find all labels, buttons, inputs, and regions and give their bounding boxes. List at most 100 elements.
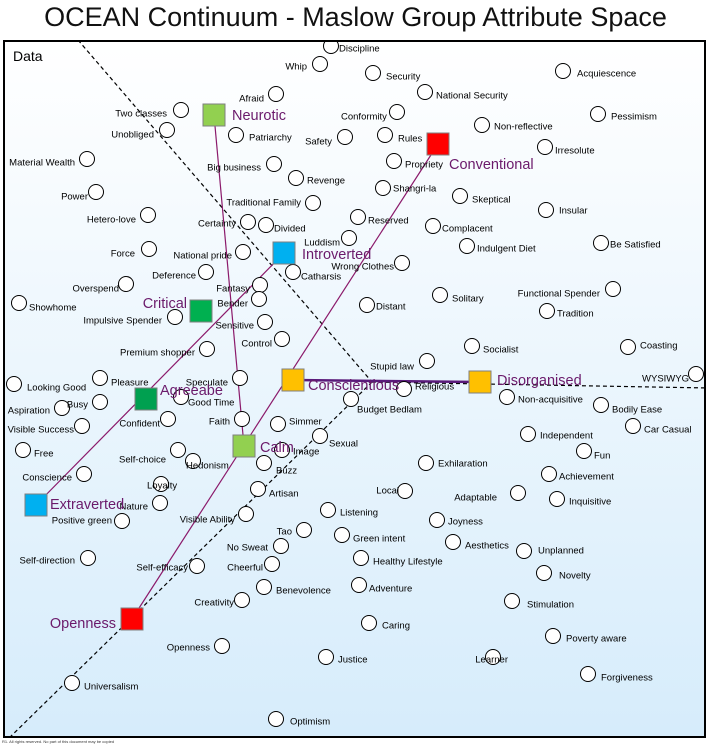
node-coasting — [620, 339, 636, 355]
node-green-intent — [334, 527, 350, 543]
node-skeptical — [452, 188, 468, 204]
node-wysiwyg — [688, 366, 704, 382]
label-justice: Justice — [338, 655, 368, 666]
label-confident: Confident — [119, 419, 160, 430]
node-pleasure — [92, 370, 108, 386]
node-discipline — [323, 42, 339, 54]
node-be-satisfied — [593, 235, 609, 251]
label-free: Free — [34, 449, 54, 460]
label-listening: Listening — [340, 508, 378, 519]
node-reserved — [350, 209, 366, 225]
label-learner: Learner — [475, 655, 508, 666]
label-car-casual: Car Casual — [644, 425, 692, 436]
label-local: Local — [376, 486, 399, 497]
node-universalism — [64, 675, 80, 691]
node-looking-good — [6, 376, 22, 392]
node-poverty-aware — [545, 628, 561, 644]
label-healthy-lifestyle: Healthy Lifestyle — [373, 557, 443, 568]
node-non-acquisitive — [499, 389, 515, 405]
node-buzz — [256, 455, 272, 471]
label-tradition: Tradition — [557, 309, 594, 320]
label-optimism: Optimism — [290, 717, 330, 728]
node-control — [274, 331, 290, 347]
label-benevolence: Benevolence — [276, 586, 331, 597]
node-conscience — [76, 466, 92, 482]
node-sensitive — [257, 314, 273, 330]
label-complacent: Complacent — [442, 224, 493, 235]
label-reserved: Reserved — [368, 216, 409, 227]
label-sensitive: Sensitive — [215, 321, 254, 332]
diagonal-axis-3 — [10, 381, 373, 736]
label-aspiration: Aspiration — [8, 406, 50, 417]
label-distant: Distant — [376, 302, 406, 313]
label-visible-success: Visible Success — [8, 425, 75, 436]
label-pessimism: Pessimism — [611, 112, 657, 123]
label-green-intent: Green intent — [353, 534, 406, 545]
factor-marker-critical — [189, 299, 213, 323]
label-nature: Nature — [119, 502, 148, 513]
panel-label: Data — [13, 48, 43, 64]
node-national-security — [417, 84, 433, 100]
node-insular — [538, 202, 554, 218]
label-creativity: Creativity — [194, 598, 234, 609]
node-shangri-la — [375, 180, 391, 196]
node-loyalty — [153, 476, 169, 492]
node-optimism — [268, 711, 284, 727]
node-propriety — [386, 153, 402, 169]
node-self-direction — [80, 550, 96, 566]
node-tao — [296, 522, 312, 538]
node-joyness — [429, 512, 445, 528]
label-catharsis: Catharsis — [301, 272, 341, 283]
label-be-satisfied: Be Satisfied — [610, 240, 661, 251]
label-hedonism: Hedonism — [186, 461, 229, 472]
label-adaptable: Adaptable — [454, 493, 497, 504]
label-non-acquisitive: Non-acquisitive — [518, 395, 583, 406]
page-title: OCEAN Continuum - Maslow Group Attribute… — [44, 2, 667, 32]
label-two-classes: Two classes — [115, 109, 167, 120]
axes-layer — [10, 42, 704, 736]
factor-marker-calm — [232, 434, 256, 458]
label-security: Security — [386, 72, 421, 83]
node-power — [88, 184, 104, 200]
node-solitary — [432, 287, 448, 303]
node-confident — [160, 411, 176, 427]
label-adventure: Adventure — [369, 584, 412, 595]
node-divided — [258, 217, 274, 233]
label-forgiveness: Forgiveness — [601, 673, 653, 684]
label-self-choice: Self-choice — [119, 455, 166, 466]
node-material-wealth — [79, 151, 95, 167]
label-luddism: Luddism — [304, 238, 340, 249]
label-novelty: Novelty — [559, 571, 591, 582]
node-bender — [251, 291, 267, 307]
node-force — [141, 241, 157, 257]
label-conformity: Conformity — [341, 112, 387, 123]
node-budget-bedlam — [343, 391, 359, 407]
node-self-choice — [170, 442, 186, 458]
node-caring — [361, 615, 377, 631]
factor-marker-conscientious — [281, 368, 305, 392]
node-pessimism — [590, 106, 606, 122]
label-achievement: Achievement — [559, 472, 614, 483]
label-national-security: National Security — [436, 91, 508, 102]
node-whip — [312, 56, 328, 72]
node-safety — [337, 129, 353, 145]
label-positive-green: Positive green — [52, 516, 112, 527]
node-artisan — [250, 481, 266, 497]
label-self-efficacy: Self-efficacy — [136, 563, 188, 574]
node-no-sweat — [273, 538, 289, 554]
node-patriarchy — [228, 127, 244, 143]
label-solitary: Solitary — [452, 294, 484, 305]
connector-introverted-extraverted — [35, 252, 285, 506]
factor-marker-openness — [120, 607, 144, 631]
node-adaptable — [510, 485, 526, 501]
node-certainty — [240, 214, 256, 230]
factor-label-neurotic: Neurotic — [232, 108, 286, 124]
node-nature — [152, 495, 168, 511]
node-openness — [214, 638, 230, 654]
label-national-pride: National pride — [173, 251, 232, 262]
node-visible-success — [74, 418, 90, 434]
label-non-reflective: Non-reflective — [494, 122, 553, 133]
node-sexual — [312, 428, 328, 444]
